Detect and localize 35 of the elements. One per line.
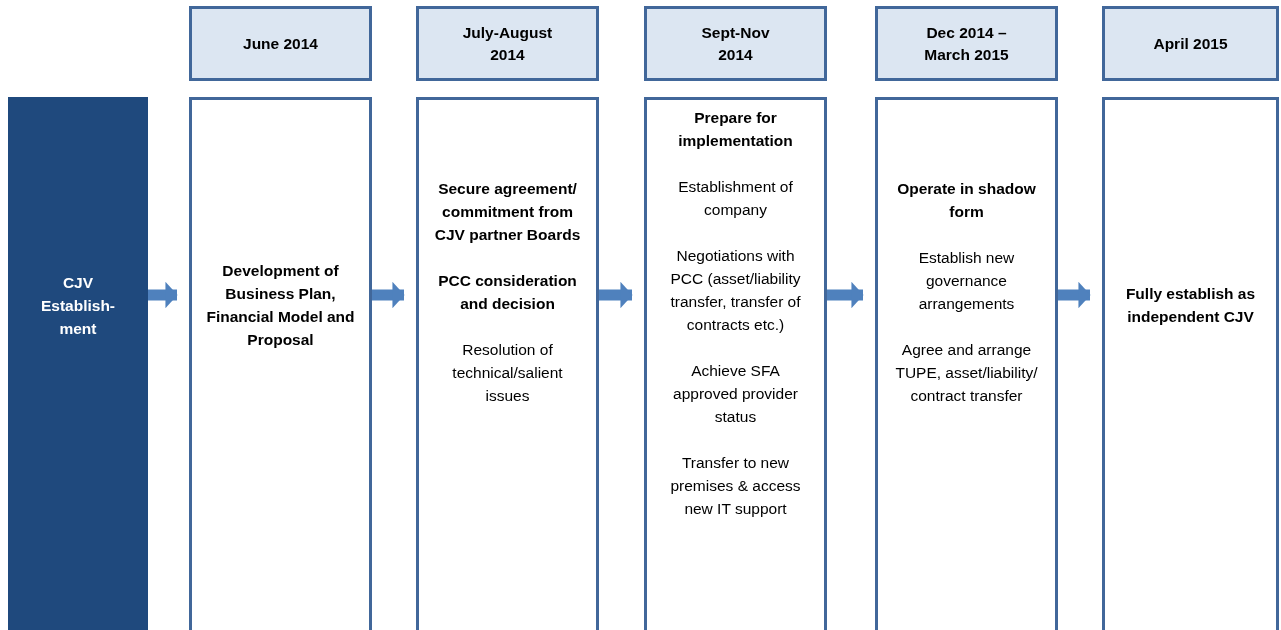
block-arrow [1058, 281, 1091, 309]
block-arrow [827, 281, 864, 309]
date-label: Dec 2014 – March 2015 [923, 22, 1010, 65]
stage-text: Achieve SFA approved provider status [672, 361, 799, 427]
stage-box [416, 97, 599, 630]
stage-text: Prepare for implementation [677, 108, 794, 151]
stage-text: PCC consideration and decision [437, 271, 578, 314]
stage-text: Fully establish as independent CJV [1124, 284, 1257, 327]
date-label: Sept-Nov 2014 [700, 22, 771, 65]
stage-box [875, 97, 1058, 630]
phase-label: CJV Establish-ment [39, 272, 117, 339]
stage-text: Development of Business Plan, Financial Model and Proposal [205, 261, 356, 350]
stage-box [1102, 97, 1279, 630]
date-header-box [644, 6, 827, 81]
stage-box [644, 97, 827, 630]
block-arrow [372, 281, 405, 309]
stage-text: Establishment of company [677, 177, 794, 220]
date-label: July-August 2014 [461, 22, 554, 65]
block-arrow [599, 281, 633, 309]
stage-text: Resolution of technical/salient issues [451, 340, 564, 406]
date-header-box [416, 6, 599, 81]
stage-text: Operate in shadow form [896, 179, 1037, 222]
stage-box [189, 97, 372, 630]
block-arrow [148, 281, 178, 309]
stage-text: Agree and arrange TUPE, asset/liability/ contract transfer [894, 340, 1039, 406]
stage-text: Establish new governance arrangements [917, 248, 1016, 314]
date-header-box [1102, 6, 1279, 81]
date-label: June 2014 [243, 33, 318, 54]
date-header-box [875, 6, 1058, 81]
date-header-box [189, 6, 372, 81]
stage-text: Negotiations with PCC (asset/liability transfer, transfer of contracts etc.) [669, 246, 802, 335]
stage-text: Secure agreement/ commitment from CJV partner Boards [433, 179, 582, 245]
date-label: April 2015 [1153, 33, 1228, 54]
phase-label-box [8, 97, 148, 630]
stage-text: Transfer to new premises & access new IT support [669, 453, 802, 519]
